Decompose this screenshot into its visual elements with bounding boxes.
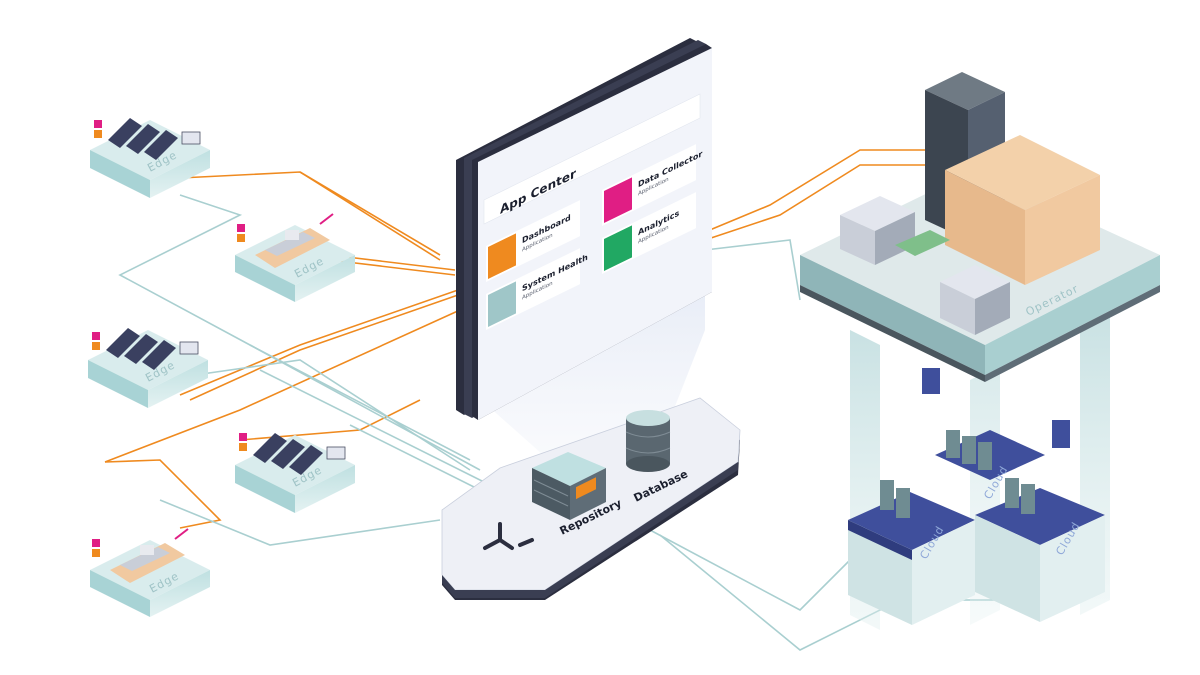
edge-site-ship-1: Edge bbox=[235, 213, 355, 302]
central-platform: Repository Database bbox=[441, 397, 741, 600]
building-icon bbox=[840, 72, 1100, 335]
app-tile-data-collector[interactable]: Data Collector Application bbox=[602, 141, 703, 226]
brand-logo-icon bbox=[483, 522, 534, 550]
solar-panel-icon bbox=[92, 328, 199, 370]
cloud-block-2: Cloud bbox=[935, 430, 1045, 502]
server-rack-icon bbox=[532, 452, 606, 520]
cloud-block-1: Cloud bbox=[848, 480, 975, 625]
teal-links bbox=[118, 194, 1020, 651]
database-cylinder-icon bbox=[625, 410, 671, 472]
edge-site-ship-2: Edge bbox=[90, 528, 210, 617]
cloud-block-3: Cloud bbox=[975, 478, 1105, 622]
edge-site-solar-1: Edge bbox=[90, 118, 210, 198]
cube-icon bbox=[488, 233, 516, 280]
repository-server: Repository bbox=[532, 452, 624, 538]
edge-site-solar-2: Edge bbox=[88, 328, 208, 408]
app-center-screen: App Center Dashboard Application System … bbox=[456, 38, 712, 470]
ship-icon bbox=[237, 213, 334, 268]
edge-site-solar-3: Edge bbox=[235, 433, 355, 513]
connection-lines bbox=[104, 149, 1020, 651]
cube-icon bbox=[604, 225, 632, 272]
ship-icon bbox=[92, 528, 189, 583]
connector-node bbox=[922, 368, 940, 394]
app-tile-dashboard[interactable]: Dashboard Application bbox=[486, 200, 580, 282]
cube-icon bbox=[488, 281, 516, 328]
solar-panel-icon bbox=[239, 433, 346, 475]
solar-panel-icon bbox=[94, 118, 201, 160]
app-tile-analytics[interactable]: Analytics Application bbox=[602, 192, 696, 274]
connector-node bbox=[1052, 420, 1070, 448]
operator-site: Operator Cloud bbox=[800, 72, 1160, 630]
cube-icon bbox=[604, 177, 632, 224]
orange-links bbox=[104, 149, 970, 529]
